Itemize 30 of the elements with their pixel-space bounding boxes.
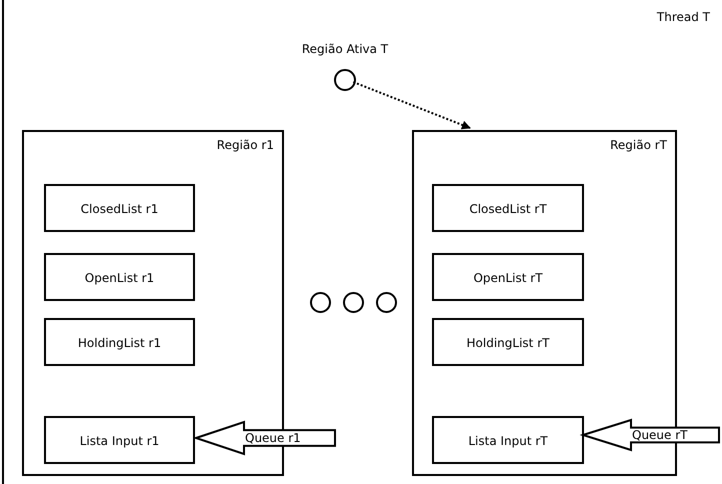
list-label: ClosedList rT — [468, 202, 548, 216]
queue-block-arrow — [582, 419, 720, 451]
list-box — [432, 416, 584, 464]
list-box — [432, 318, 584, 366]
region-box — [412, 130, 677, 476]
region-box — [22, 130, 284, 476]
active-region-label: Região Ativa T — [302, 42, 388, 56]
ellipsis-circle — [376, 292, 397, 313]
list-label: OpenList rT — [472, 271, 544, 285]
queue-label: Queue rT — [632, 428, 688, 442]
queue-label: Queue r1 — [245, 431, 301, 445]
thread-label: Thread T — [656, 10, 710, 24]
queue-block-arrow — [195, 421, 336, 455]
list-label: HoldingList r1 — [76, 336, 162, 350]
dotted-arrow — [352, 81, 471, 130]
region-label: Região rT — [610, 138, 667, 152]
region-label: Região r1 — [216, 138, 274, 152]
list-label: OpenList r1 — [84, 271, 156, 285]
list-label: Lista Input r1 — [78, 434, 160, 448]
list-label: Lista Input rT — [467, 434, 549, 448]
ellipsis-circle — [343, 292, 364, 313]
list-box — [432, 253, 584, 301]
list-box — [44, 416, 195, 464]
list-box — [44, 253, 195, 301]
ellipsis-circle — [310, 292, 331, 313]
list-label: ClosedList r1 — [80, 202, 160, 216]
list-box — [44, 318, 195, 366]
list-box — [432, 184, 584, 232]
list-box — [44, 184, 195, 232]
list-label: HoldingList rT — [466, 336, 550, 350]
